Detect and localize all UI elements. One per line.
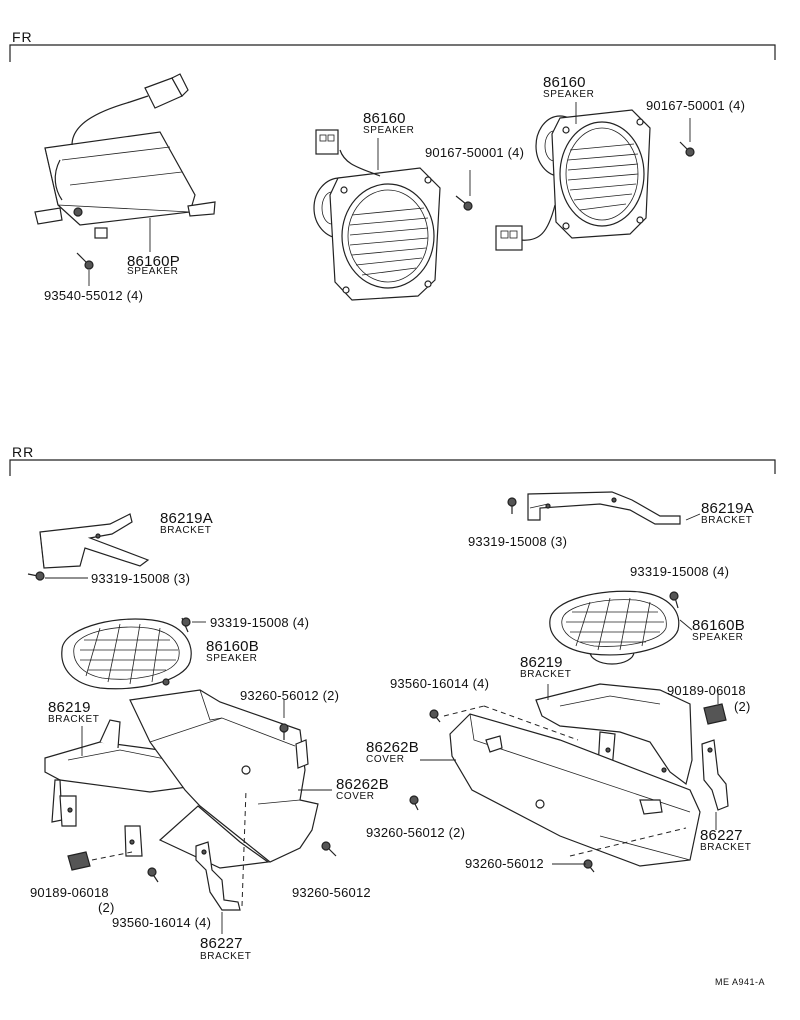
part-number-86219A-left: 86219A [160,510,213,527]
part-number-93260-top-left: 93260-56012 (2) [240,688,340,703]
rear-left-screw-93560 [147,867,159,883]
part-number-93319-speaker-right: 93319-15008 (4) [630,564,730,579]
part-number-86160-right: 86160 [543,74,586,91]
part-number-93319-a-left: 93319-15008 (3) [91,571,191,586]
rear-left-bracket-86219A [39,513,150,569]
section-label-rear: RR [12,444,35,460]
part-number-86262B-right: 86262B [366,739,419,756]
part-name-bracket-b-right: BRACKET [700,842,752,853]
rear-right-clip-90189 [703,703,727,725]
part-number-93319-a-right: 93319-15008 (3) [468,534,568,549]
part-number-86160P: 86160P [127,253,180,270]
rear-left-cover-86262B [129,689,319,869]
part-number-86227-left: 86227 [200,935,243,952]
part-number-90167-right: 90167-50001 (4) [646,98,746,113]
rear-section-frame [9,459,776,476]
rear-right-bolt-93319-a [507,497,517,514]
rear-left-bracket-86227 [195,789,247,911]
front-leader-lines [88,102,691,286]
front-section-frame [9,44,776,62]
part-name-cover-left: COVER [336,791,375,802]
rear-left-screw-93260-bottom [321,841,337,857]
rear-right-bolt-93319-speaker [669,591,679,609]
rear-right-screw-93260-top [409,795,419,811]
rear-right-leader-lines [420,513,719,865]
diagram-code: ME A941-A [715,977,766,987]
front-speaker-left-86160 [313,129,441,301]
part-number-86219A-right: 86219A [701,500,754,517]
tweeter-speaker-86160P [34,73,216,239]
rear-left-screw-93260-top [279,723,289,740]
part-name-bracket-right: BRACKET [520,669,572,680]
part-number-86227-right: 86227 [700,827,743,844]
part-name-bracket-b-left: BRACKET [200,951,252,962]
part-number-86160B-left: 86160B [206,638,259,655]
part-number-86262B-left: 86262B [336,776,389,793]
rear-left-bolt-93319-speaker [181,617,206,633]
part-name-speaker-b-right: SPEAKER [692,632,744,643]
part-number-93540: 93540-55012 (4) [44,288,144,303]
part-name-speaker-p: SPEAKER [127,266,179,277]
part-number-90189-left: 90189-06018 [30,885,109,900]
part-name-bracket-a-left: BRACKET [160,525,212,536]
rear-left-leader-lines [81,700,332,934]
qty-90189-left: (2) [98,900,115,915]
rear-left-clip-90189 [67,851,133,871]
rear-right-speaker-86160B [549,590,680,665]
screw-90167-right [679,141,695,157]
part-number-93260-bottom-right: 93260-56012 [465,856,544,871]
part-name-speaker-right: SPEAKER [543,89,595,100]
part-number-86219-left: 86219 [48,699,91,716]
rear-right-cover-86262B [449,713,701,867]
front-speaker-right-86160 [495,109,651,251]
part-number-93319-speaker-left: 93319-15008 (4) [210,615,310,630]
part-number-90167-left: 90167-50001 (4) [425,145,525,160]
part-number-93560-right: 93560-16014 (4) [390,676,490,691]
part-number-90189-right: 90189-06018 [667,683,746,698]
section-label-front: FR [12,29,33,45]
part-number-93260-bottom-left: 93260-56012 [292,885,371,900]
rear-left-speaker-86160B [61,618,192,690]
rear-right-bracket-86227 [701,739,729,811]
part-number-86160-left: 86160 [363,110,406,127]
part-number-93560-left: 93560-16014 (4) [112,915,212,930]
rear-right-screw-93560 [429,705,579,741]
part-number-93260-top-right: 93260-56012 (2) [366,825,466,840]
rear-right-bracket-86219A [527,491,681,525]
part-name-speaker-b-left: SPEAKER [206,653,258,664]
part-name-bracket-a-right: BRACKET [701,515,753,526]
part-name-speaker-left: SPEAKER [363,125,415,136]
part-name-cover-right: COVER [366,754,405,765]
part-number-86160B-right: 86160B [692,617,745,634]
rear-left-bolt-93319-a [27,571,88,581]
qty-90189-right: (2) [734,699,751,714]
part-number-86219-right: 86219 [520,654,563,671]
part-name-bracket-left: BRACKET [48,714,100,725]
screw-93540 [76,252,94,270]
screw-90167-left [455,195,473,211]
